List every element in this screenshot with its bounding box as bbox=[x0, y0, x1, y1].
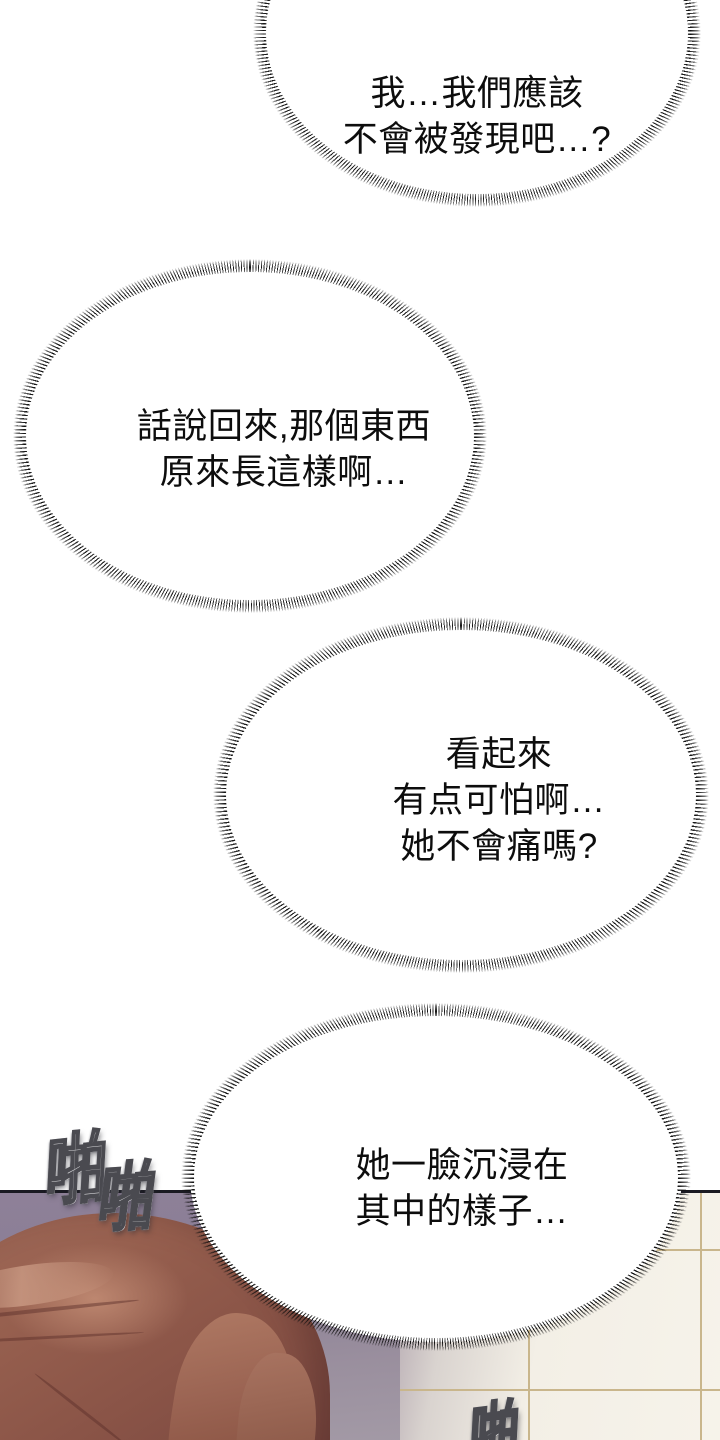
tile-grout-line-horizontal bbox=[400, 1389, 720, 1391]
thought-bubble-4: 她一臉沉浸在 其中的樣子… bbox=[190, 1012, 682, 1342]
thought-bubble-1: 我…我們應該 不會被發現吧…? bbox=[262, 0, 692, 198]
thought-bubble-1-text: 我…我們應該 不會被發現吧…? bbox=[342, 73, 612, 159]
thought-bubble-4-text: 她一臉沉浸在 其中的樣子… bbox=[355, 1145, 569, 1231]
hair-strand bbox=[33, 1372, 131, 1440]
hair-strand bbox=[0, 1330, 144, 1347]
tile-grout-line-vertical bbox=[700, 1193, 702, 1440]
thought-bubble-2-text: 話說回來,那個東西 原來長這樣啊… bbox=[136, 406, 432, 492]
thought-bubble-3-text: 看起來 有点可怕啊… 她不會痛嗎? bbox=[392, 734, 606, 867]
thought-bubble-3: 看起來 有点可怕啊… 她不會痛嗎? bbox=[222, 626, 700, 964]
thought-bubble-2: 話說回來,那個東西 原來長這樣啊… bbox=[22, 268, 478, 604]
